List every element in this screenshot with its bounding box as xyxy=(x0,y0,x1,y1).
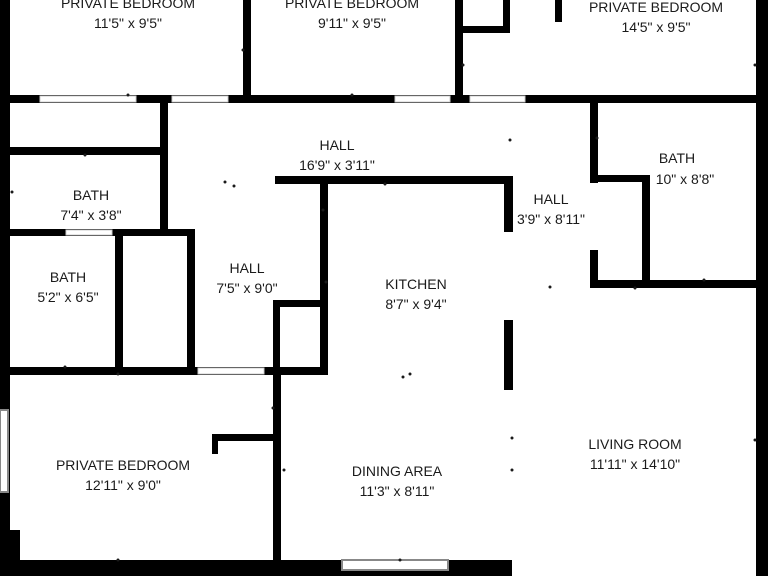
wall-top-closet-3 xyxy=(555,0,562,22)
marker xyxy=(223,180,227,184)
room-dims-bath-upper-left: 7'4" x 3'8" xyxy=(60,207,121,223)
room-dims-bedroom-top-center: 9'11" x 9'5" xyxy=(318,15,386,31)
window-bottom xyxy=(341,559,449,571)
wall-kitchen-top xyxy=(275,176,513,184)
marker xyxy=(350,93,354,97)
room-dims-living-room: 11'11" x 14'10" xyxy=(590,456,680,472)
wall-bath-upper-right xyxy=(160,155,168,230)
wall-left-closet-horizontal xyxy=(10,147,168,155)
wall-bedroom-closet-top xyxy=(212,434,278,441)
marker xyxy=(282,468,286,472)
wall-top-closet-1 xyxy=(463,26,509,33)
room-name-hall-main: HALL xyxy=(319,137,354,153)
room-name-bath-upper-left: BATH xyxy=(73,187,109,203)
wall-bedroom-closet-side xyxy=(212,434,218,454)
room-name-bedroom-top-right: PRIVATE BEDROOM xyxy=(589,0,723,15)
room-dims-kitchen: 8'7" x 9'4" xyxy=(385,296,446,312)
wall-kitchen-notch-left xyxy=(273,300,280,375)
openings xyxy=(0,95,526,571)
room-name-bath-lower-left: BATH xyxy=(50,269,86,285)
room-dims-hall-right: 3'9" x 8'11" xyxy=(517,211,585,227)
wall-top-divider-1 xyxy=(243,0,251,100)
wall-hall-left-vertical xyxy=(187,229,195,374)
wall-top-closet-2 xyxy=(503,0,510,33)
marker xyxy=(116,558,120,562)
marker xyxy=(321,208,325,212)
marker xyxy=(595,136,599,140)
marker xyxy=(753,63,757,67)
room-dims-dining-area: 11'3" x 8'11" xyxy=(360,483,435,499)
marker xyxy=(63,365,67,369)
room-dims-bath-right: 10" x 8'8" xyxy=(656,171,715,187)
door-gap-6 xyxy=(197,367,265,375)
markers xyxy=(10,48,757,562)
wall-bottom-right-stub xyxy=(502,560,512,576)
marker xyxy=(510,436,514,440)
wall-left-closet-vertical xyxy=(160,103,168,155)
wall-bottom-step xyxy=(10,530,20,560)
door-gap-5 xyxy=(65,229,113,236)
wall-kitchen-notch xyxy=(275,300,328,307)
wall-kitchen-left xyxy=(320,176,328,375)
labels: PRIVATE BEDROOM 11'5" x 9'5" PRIVATE BED… xyxy=(37,0,723,499)
door-gap-2 xyxy=(171,95,229,103)
wall-bath-right-left-low xyxy=(590,250,598,288)
marker xyxy=(408,372,412,376)
room-name-bedroom-top-left: PRIVATE BEDROOM xyxy=(61,0,195,11)
room-name-living-room: LIVING ROOM xyxy=(588,436,681,452)
wall-bath-right-inner-vert xyxy=(642,175,650,282)
room-name-dining-area: DINING AREA xyxy=(352,463,443,479)
marker xyxy=(10,190,14,194)
wall-outer-left xyxy=(0,0,10,576)
marker xyxy=(461,63,465,67)
wall-bath-lower-right xyxy=(115,236,123,374)
room-dims-bedroom-bottom-left: 12'11" x 9'0" xyxy=(85,477,161,493)
door-gap-3 xyxy=(394,95,451,103)
door-gap-4 xyxy=(469,95,526,103)
marker xyxy=(271,406,275,410)
marker xyxy=(398,558,402,562)
marker xyxy=(232,184,236,188)
room-name-bedroom-top-center: PRIVATE BEDROOM xyxy=(285,0,419,11)
wall-kitchen-right-bottom xyxy=(504,320,513,390)
marker xyxy=(324,280,328,284)
marker xyxy=(116,372,120,376)
wall-bath-right-bottom xyxy=(590,280,758,288)
marker xyxy=(510,468,514,472)
wall-horizontal-mid xyxy=(10,367,326,375)
marker xyxy=(383,182,387,186)
marker xyxy=(753,438,757,442)
room-name-bedroom-bottom-left: PRIVATE BEDROOM xyxy=(56,457,190,473)
room-name-bath-right: BATH xyxy=(659,150,695,166)
marker xyxy=(633,286,637,290)
room-name-hall-left: HALL xyxy=(229,260,264,276)
wall-top-divider-2 xyxy=(455,0,463,100)
room-dims-bedroom-top-left: 11'5" x 9'5" xyxy=(94,15,162,31)
room-name-kitchen: KITCHEN xyxy=(385,276,446,292)
room-dims-bedroom-top-right: 14'5" x 9'5" xyxy=(622,19,691,35)
wall-bath-right-top-left xyxy=(590,103,598,183)
marker xyxy=(241,48,245,52)
room-dims-hall-left: 7'5" x 9'0" xyxy=(216,280,277,296)
marker xyxy=(83,153,87,157)
room-dims-bath-lower-left: 5'2" x 6'5" xyxy=(37,289,98,305)
door-gap-1 xyxy=(39,95,137,103)
marker xyxy=(702,278,706,282)
wall-horizontal-upper xyxy=(10,95,758,103)
marker xyxy=(126,93,130,97)
wall-dining-left xyxy=(273,375,281,565)
room-name-hall-right: HALL xyxy=(533,191,568,207)
marker xyxy=(548,285,552,289)
wall-bath-right-inner xyxy=(590,175,650,182)
room-dims-hall-main: 16'9" x 3'11" xyxy=(299,157,375,173)
wall-outer-right xyxy=(756,0,768,576)
marker xyxy=(401,375,405,379)
marker xyxy=(508,138,512,142)
window-left xyxy=(0,409,9,493)
wall-kitchen-right-top xyxy=(504,176,513,232)
